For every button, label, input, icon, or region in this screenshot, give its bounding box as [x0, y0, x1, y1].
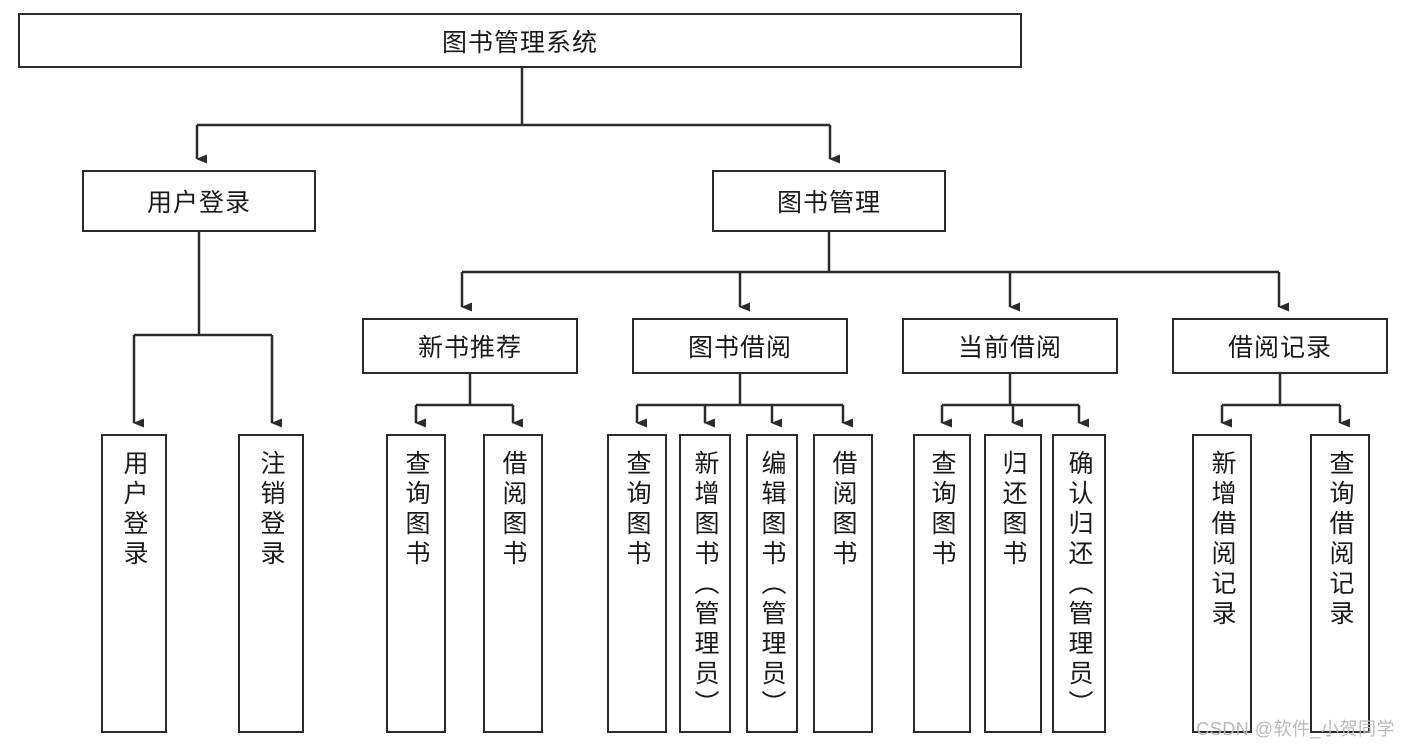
node-leaf-query-record[interactable]: 查询借阅记录 — [1310, 434, 1370, 733]
csdn-watermark: CSDN @软件_小贺同学 — [1196, 719, 1395, 739]
node-book-manage[interactable]: 图书管理 — [712, 170, 946, 232]
node-label: 查询借阅记录 — [1326, 450, 1354, 630]
node-label: 当前借阅 — [957, 334, 1062, 362]
node-label: 确认归还（管理员） — [1065, 450, 1093, 720]
node-label: 查询图书 — [928, 450, 956, 570]
node-leaf-add-record[interactable]: 新增借阅记录 — [1192, 434, 1252, 733]
node-leaf-user-login[interactable]: 用户登录 — [101, 434, 167, 733]
node-leaf-logout[interactable]: 注销登录 — [238, 434, 304, 733]
node-label: 借阅记录 — [1227, 334, 1332, 362]
node-root-system[interactable]: 图书管理系统 — [18, 13, 1022, 68]
node-leaf-borrow-book-rec[interactable]: 借阅图书 — [483, 434, 543, 733]
node-label: 查询图书 — [402, 450, 430, 570]
connectors-group — [132, 68, 1350, 428]
node-leaf-borrow-book[interactable]: 借阅图书 — [813, 434, 873, 733]
node-label: 新增借阅记录 — [1208, 450, 1236, 630]
node-borrow-record[interactable]: 借阅记录 — [1172, 318, 1388, 374]
node-leaf-edit-book[interactable]: 编辑图书（管理员） — [746, 434, 798, 733]
node-label: 归还图书 — [999, 450, 1027, 570]
node-leaf-return-book[interactable]: 归还图书 — [984, 434, 1042, 733]
node-label: 借阅图书 — [829, 450, 857, 570]
node-book-borrow[interactable]: 图书借阅 — [632, 318, 848, 374]
node-label: 编辑图书（管理员） — [758, 450, 786, 720]
node-leaf-query-book-cur[interactable]: 查询图书 — [913, 434, 971, 733]
node-label: 新书推荐 — [417, 334, 522, 362]
node-leaf-query-book-rec[interactable]: 查询图书 — [386, 434, 446, 733]
node-label: 新增图书（管理员） — [691, 450, 719, 720]
node-leaf-confirm-return[interactable]: 确认归还（管理员） — [1052, 434, 1106, 733]
node-label: 图书管理系统 — [441, 28, 598, 57]
node-label: 图书借阅 — [687, 334, 792, 362]
node-label: 用户登录 — [146, 189, 251, 217]
node-user-login[interactable]: 用户登录 — [82, 170, 316, 232]
node-label: 图书管理 — [776, 189, 881, 217]
node-label: 用户登录 — [120, 450, 148, 570]
node-new-book-rec[interactable]: 新书推荐 — [362, 318, 578, 374]
node-label: 注销登录 — [257, 450, 285, 570]
node-current-borrow[interactable]: 当前借阅 — [902, 318, 1118, 374]
node-label: 查询图书 — [623, 450, 651, 570]
node-leaf-query-book[interactable]: 查询图书 — [607, 434, 667, 733]
node-label: 借阅图书 — [499, 450, 527, 570]
node-leaf-add-book[interactable]: 新增图书（管理员） — [679, 434, 731, 733]
